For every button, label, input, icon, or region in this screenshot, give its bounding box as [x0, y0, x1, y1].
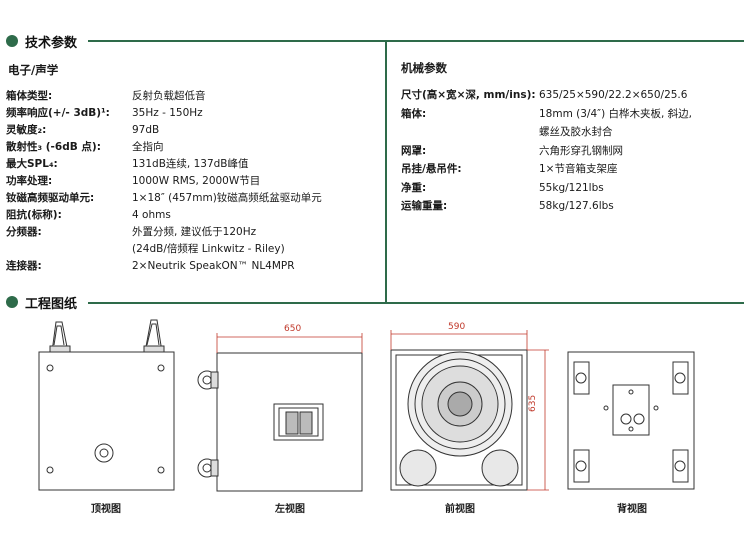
back-view-caption: 背视图 [617, 504, 647, 515]
spec-value: 1×18″ (457mm)钕磁高频纸盆驱动单元 [132, 192, 322, 204]
spec-key: 阻抗(标称): [6, 209, 62, 221]
spec-value: 六角形穿孔钢制网 [539, 144, 623, 157]
spec-value: 反射负载超低音 [132, 90, 206, 102]
spec-key: 钕磁高频驱动单元: [6, 192, 95, 204]
spec-key: 网罩: [401, 144, 427, 157]
spec-value: 55kg/121lbs [539, 181, 604, 194]
left-view-caption: 左视图 [275, 504, 305, 515]
spec-key: 功率处理: [6, 175, 53, 187]
section-bullet-icon [6, 35, 18, 47]
spec-key: 箱体: [401, 107, 427, 120]
section-divider [88, 302, 744, 304]
mech-title: 机械参数 [401, 61, 447, 75]
spec-key: 箱体类型: [6, 90, 53, 102]
spec-value: 外置分频, 建议低于120Hz [132, 226, 257, 238]
spec-value: 35Hz - 150Hz [132, 107, 203, 119]
spec-value: 131dB连续, 137dB峰值 [132, 158, 249, 170]
tech-section-title: 技术参数 [25, 35, 78, 51]
left-view-drawing [197, 352, 363, 492]
spec-value: 螺丝及胶水封合 [539, 126, 613, 138]
spec-key: 灵敏度₂: [6, 124, 47, 136]
top-view-drawing [38, 319, 175, 491]
width-dimension-label: 590 [448, 322, 466, 332]
spec-value: 4 ohms [132, 209, 171, 221]
spec-value: 1×节音箱支架座 [539, 163, 618, 175]
top-view-caption: 顶视图 [91, 504, 121, 515]
spec-key: 运输重量: [401, 200, 448, 212]
section-divider [88, 40, 744, 42]
spec-key: 连接器: [6, 260, 42, 272]
drawings-section-title: 工程图纸 [25, 296, 78, 312]
height-dimension-label: 635 [528, 394, 538, 412]
spec-value: 97dB [132, 124, 160, 136]
spec-key: 吊挂/悬吊件: [401, 163, 462, 175]
spec-value: (24dB/倍频程 Linkwitz - Riley) [132, 243, 285, 255]
drawings-section-header: 工程图纸 [6, 293, 78, 312]
spec-key: 尺寸(高×宽×深, mm/ins): [401, 89, 536, 101]
height-dimension [527, 349, 549, 491]
back-view-drawing [567, 351, 695, 490]
tech-section-header: 技术参数 [6, 32, 78, 51]
spec-value: 635/25×590/22.2×650/25.6 [539, 89, 688, 101]
width-dimension [390, 330, 528, 350]
electro-title: 电子/声学 [8, 63, 59, 77]
spec-key: 频率响应(+/- 3dB)¹: [6, 107, 110, 119]
spec-value: 全指向 [132, 141, 164, 153]
column-divider [385, 41, 387, 303]
section-bullet-icon [6, 296, 18, 308]
depth-dimension-label: 650 [284, 324, 302, 334]
front-view-caption: 前视图 [445, 504, 475, 515]
spec-key: 散射性₃ (-6dB 点): [6, 141, 101, 153]
front-view-drawing [390, 349, 528, 491]
spec-value: 18mm (3/4″) 白桦木夹板, 斜边, [539, 107, 693, 120]
spec-key: 最大SPL₄: [6, 158, 58, 170]
spec-value: 2×Neutrik SpeakON™ NL4MPR [132, 260, 295, 272]
depth-dimension [216, 333, 363, 353]
spec-value: 58kg/127.6lbs [539, 200, 614, 212]
spec-key: 分频器: [6, 226, 42, 238]
spec-value: 1000W RMS, 2000W节目 [132, 175, 261, 187]
spec-key: 净重: [401, 181, 427, 194]
